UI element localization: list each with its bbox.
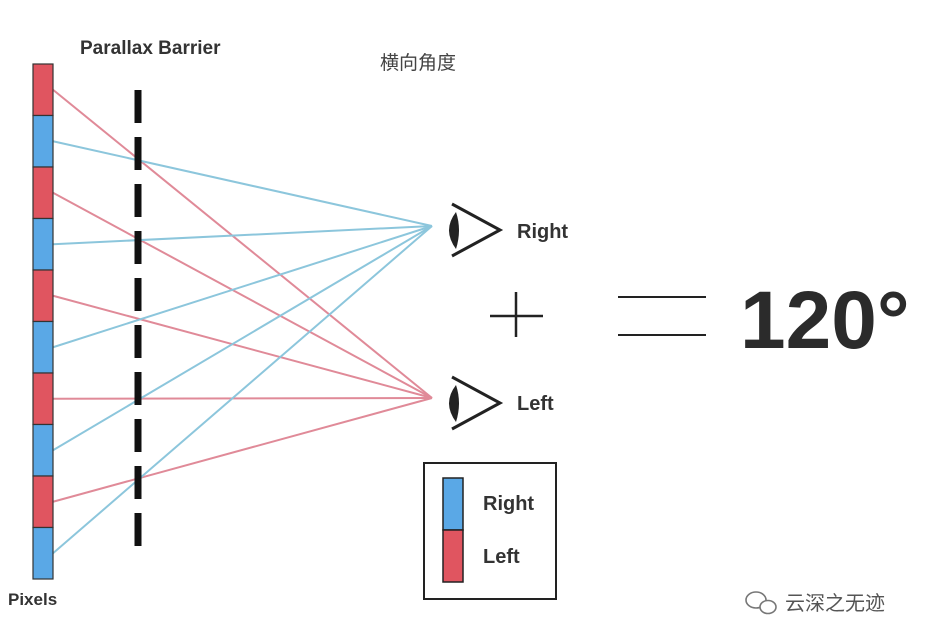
- ray-blue-4: [52, 225, 433, 246]
- pixel-column: [32, 63, 54, 580]
- right-eye-label: Right: [517, 221, 568, 243]
- pixel-red-5: [32, 269, 54, 323]
- pixels-caption: Pixels: [8, 590, 57, 609]
- ray-red-1: [52, 88, 433, 399]
- angle-title: 横向角度: [380, 52, 456, 74]
- pixel-blue-6: [32, 320, 54, 374]
- plus-sign: [490, 292, 543, 337]
- pixel-red-7: [32, 372, 54, 426]
- ray-blue-8: [52, 225, 433, 452]
- ray-lines: [52, 88, 433, 555]
- ray-red-9: [52, 397, 433, 503]
- pixel-blue-4: [32, 217, 54, 271]
- pixel-blue-2: [32, 114, 54, 168]
- legend-swatch-left: [442, 529, 464, 583]
- pixel-blue-8: [32, 423, 54, 477]
- pixel-red-3: [32, 166, 54, 220]
- ray-blue-6: [52, 225, 433, 349]
- ray-blue-10: [52, 225, 433, 555]
- barrier-title: Parallax Barrier: [80, 38, 221, 59]
- left-eye-label: Left: [517, 393, 554, 415]
- legend-label-left: Left: [483, 546, 520, 568]
- left-eye-icon: [449, 375, 504, 431]
- legend-label-right: Right: [483, 493, 534, 515]
- wechat-icon: [745, 591, 777, 615]
- equals-sign: [618, 296, 706, 336]
- legend: Right Left: [423, 462, 557, 600]
- pixel-red-1: [32, 63, 54, 117]
- right-eye-icon: [449, 202, 504, 258]
- result-angle: 120°: [740, 275, 910, 366]
- watermark-text: 云深之无迹: [785, 591, 885, 615]
- pixel-red-9: [32, 475, 54, 529]
- pixel-blue-10: [32, 526, 54, 580]
- watermark: 云深之无迹: [745, 591, 885, 615]
- ray-red-7: [52, 397, 433, 400]
- legend-swatch-right: [442, 477, 464, 531]
- ray-red-3: [52, 191, 433, 399]
- ray-red-5: [52, 294, 433, 399]
- ray-blue-2: [52, 140, 433, 227]
